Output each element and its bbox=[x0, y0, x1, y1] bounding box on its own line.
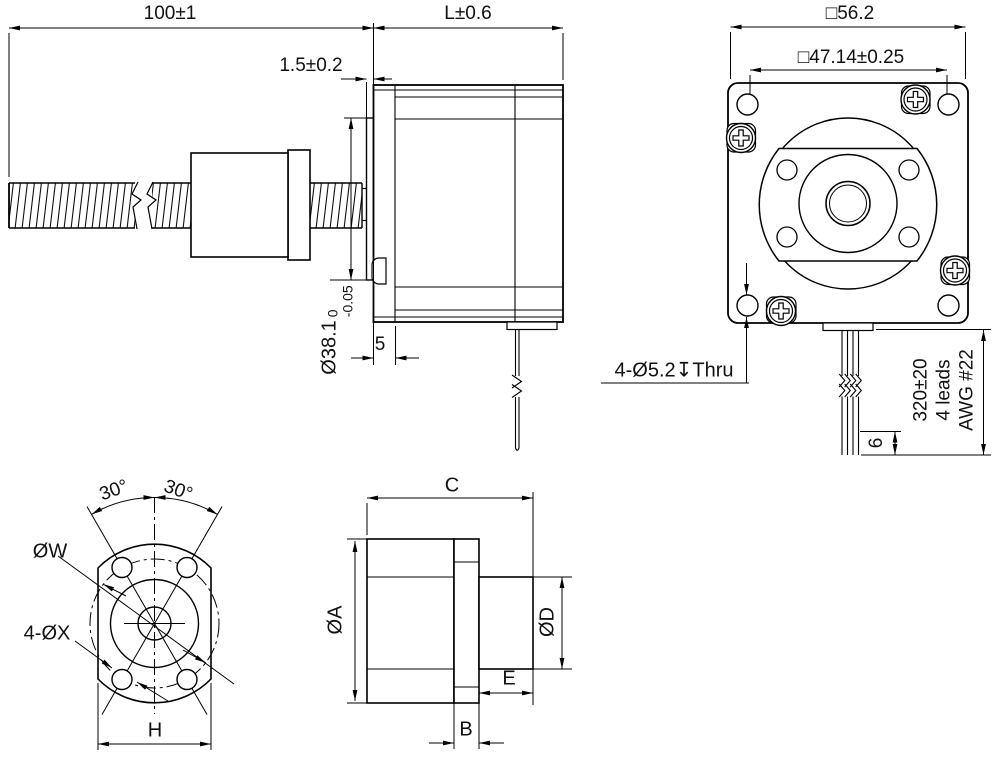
motor-face-dimensions bbox=[601, 24, 991, 456]
motor-wire-side bbox=[511, 329, 523, 451]
flange-hole bbox=[898, 226, 920, 248]
phillips-screw bbox=[765, 295, 797, 327]
nut-body-side bbox=[366, 538, 455, 704]
nut-flange-side bbox=[453, 538, 480, 704]
dim-boss-height-label: 1.5±0.2 bbox=[279, 55, 343, 77]
flange-hole bbox=[176, 556, 198, 579]
motor-face-view bbox=[601, 24, 991, 456]
motor-wires bbox=[838, 330, 863, 455]
nut-side-view bbox=[347, 492, 572, 749]
flange-hole bbox=[898, 159, 920, 181]
mounting-hole bbox=[937, 294, 960, 317]
dim-bolt-circle-label: ØW bbox=[32, 540, 68, 563]
dim-pilot-length-label: E bbox=[502, 667, 516, 690]
nut-body bbox=[190, 152, 289, 258]
lead-screw-nut bbox=[190, 149, 311, 261]
dim-screw-length-label: 100±1 bbox=[143, 3, 197, 25]
wire-spec-label: 320±20 4 leads AWG #22 bbox=[910, 349, 978, 431]
flange-hole bbox=[776, 226, 798, 248]
screw-break-mark bbox=[146, 181, 157, 230]
nut-face-dimensions bbox=[57, 495, 235, 750]
nut-flange bbox=[287, 149, 311, 261]
assembly-dimensions bbox=[8, 23, 564, 365]
mounting-hole bbox=[937, 93, 960, 116]
flange-hole bbox=[176, 668, 198, 691]
flange-hole bbox=[111, 556, 133, 579]
screw-break-mark bbox=[131, 181, 142, 230]
dim-pilot-dia-label: ØD bbox=[536, 607, 559, 637]
dim-motor-length-label: L±0.6 bbox=[444, 3, 492, 25]
pilot-boss bbox=[365, 117, 375, 281]
mounting-hole bbox=[736, 294, 759, 317]
wire-exit-tab bbox=[822, 322, 874, 332]
mount-hole-callout-label: 4-Ø5.2↧Thru bbox=[614, 359, 734, 382]
motor-body-side bbox=[371, 84, 564, 331]
nut-face-view bbox=[57, 495, 235, 750]
screw-bore bbox=[825, 180, 871, 227]
flange-hole bbox=[776, 159, 798, 181]
dim-flange-thickness-label: B bbox=[459, 718, 473, 741]
phillips-screw bbox=[939, 255, 971, 286]
front-face-tab bbox=[371, 257, 387, 285]
phillips-screw bbox=[900, 84, 931, 115]
nut-pilot-side bbox=[478, 576, 534, 670]
flange-hole bbox=[111, 668, 133, 691]
nut-boss-circle bbox=[798, 153, 898, 254]
lead-screw bbox=[8, 181, 367, 230]
dim-front-plate-label: 5 bbox=[374, 334, 386, 356]
nut-side-dimensions bbox=[347, 492, 572, 749]
dim-body-dia-label: ØA bbox=[324, 605, 347, 635]
dim-frame-size-label: □56.2 bbox=[825, 3, 875, 25]
mounting-hole bbox=[736, 93, 759, 116]
hole-callout-label: 4-ØX bbox=[23, 622, 71, 645]
phillips-screw bbox=[725, 122, 757, 154]
assembly-side-view bbox=[8, 23, 564, 451]
wire-exit-tab bbox=[506, 321, 558, 331]
dim-across-flats-label: H bbox=[147, 719, 163, 742]
dim-overall-length-label: C bbox=[444, 474, 460, 497]
nut-flange-front bbox=[758, 147, 938, 262]
screw-bore-chamfer bbox=[829, 184, 867, 223]
dim-hole-spacing-label: □47.14±0.25 bbox=[797, 47, 905, 69]
dim-strip-length-label: 6 bbox=[866, 437, 888, 449]
